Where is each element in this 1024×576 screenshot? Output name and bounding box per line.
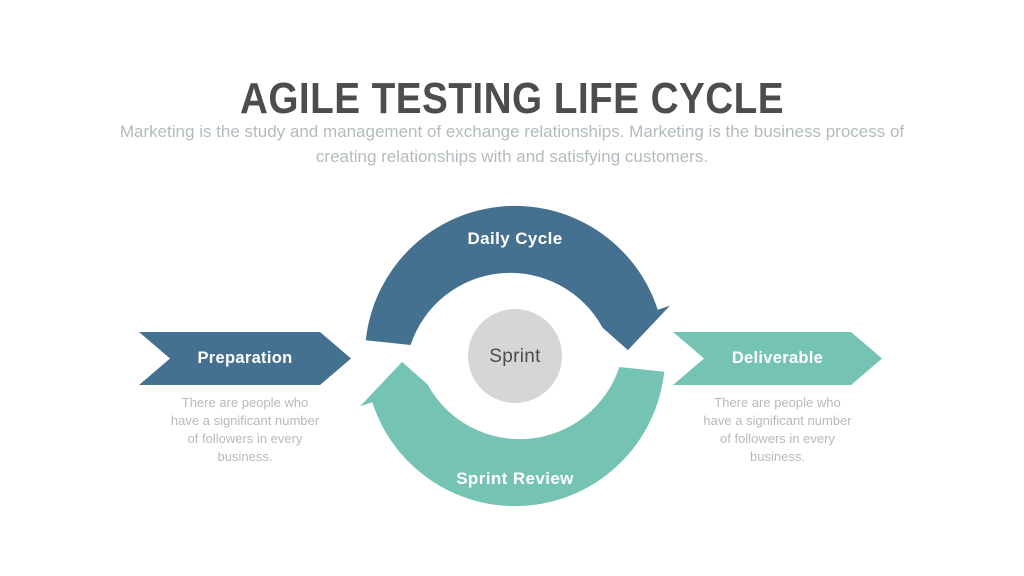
deliverable-description: There are people who have a significant …: [703, 395, 852, 464]
sprint-review-arc-arrow-icon: [360, 361, 665, 507]
page-title: AGILE TESTING LIFE CYCLE: [239, 74, 785, 124]
daily-cycle-arc-arrow-icon: [365, 205, 670, 351]
daily-cycle-label: Daily Cycle: [467, 229, 563, 248]
preparation-description: There are people who have a significant …: [170, 395, 320, 464]
preparation-chevron-shape: [139, 332, 351, 385]
cycle-diagram: [360, 205, 670, 507]
deliverable-label: Deliverable: [731, 349, 824, 367]
sprint-review-label: Sprint Review: [456, 469, 574, 488]
deliverable-chevron-arrow-icon: [673, 332, 882, 385]
preparation-label: Preparation: [197, 349, 293, 367]
preparation-chevron-arrow-icon: [139, 332, 351, 385]
sprint-label: Sprint: [489, 346, 541, 367]
deliverable-chevron-shape: [673, 332, 882, 385]
sprint-center-circle: [468, 309, 562, 403]
page-subtitle: Marketing is the study and management of…: [119, 122, 905, 166]
